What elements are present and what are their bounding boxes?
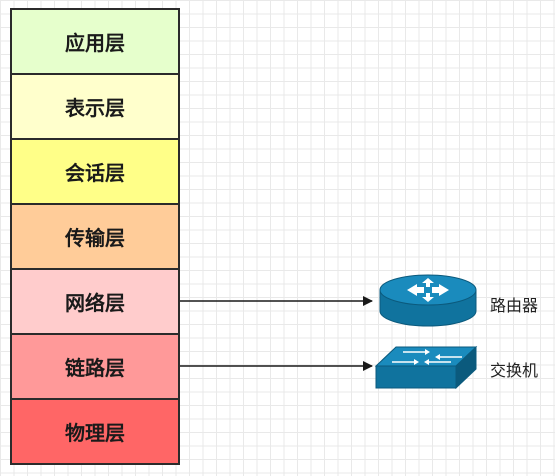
switch-icon	[374, 345, 478, 390]
layer-network: 网络层	[12, 270, 178, 335]
layer-application: 应用层	[12, 10, 178, 75]
layer-session: 会话层	[12, 140, 178, 205]
osi-layer-stack: 应用层 表示层 会话层 传输层 网络层 链路层 物理层	[10, 8, 180, 465]
router-label: 路由器	[490, 296, 539, 315]
switch-label: 交换机	[490, 361, 539, 380]
layer-transport: 传输层	[12, 205, 178, 270]
layer-presentation: 表示层	[12, 75, 178, 140]
layer-data-link: 链路层	[12, 335, 178, 400]
layer-physical: 物理层	[12, 400, 178, 465]
router-icon	[379, 274, 477, 327]
